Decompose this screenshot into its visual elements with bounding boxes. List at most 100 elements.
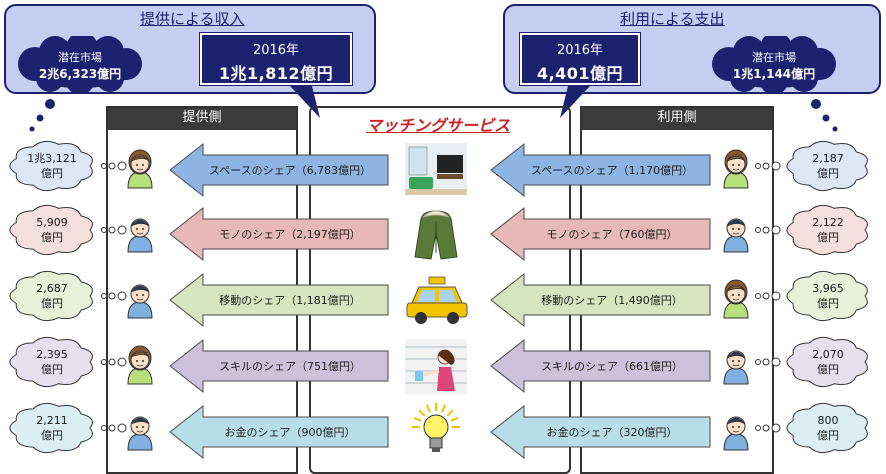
left-potential-label: 潜在市場 <box>58 50 102 64</box>
provider-potential-cloud: 2,395 億円 <box>9 336 93 388</box>
share-row: お金のシェア（900億円） お金のシェア（320億円） 2,211 億円 800 億円 <box>9 402 868 460</box>
user-potential-cloud: 2,122 億円 <box>786 204 868 256</box>
right-potential-value: 1兆1,144億円 <box>733 66 815 81</box>
income-panel-title: 提供による収入 <box>140 10 245 28</box>
cleaning-person-icon <box>405 339 467 395</box>
provider-arrow: モノのシェア（2,197億円） <box>169 206 389 262</box>
user-thought-dots <box>755 423 781 433</box>
user-person-icon <box>723 350 749 385</box>
provider-thought-dots <box>101 423 127 433</box>
user-person-icon <box>723 218 749 253</box>
income-2016-box: 2016年 1兆1,812億円 <box>199 32 353 86</box>
user-potential-unit: 億円 <box>817 363 839 376</box>
user-potential-unit: 億円 <box>817 429 839 442</box>
matching-service-title: マッチングサービス <box>366 116 511 135</box>
user-potential-cloud: 2,187 億円 <box>786 140 868 192</box>
user-thought-dots <box>755 225 781 235</box>
user-arrow: 移動のシェア（1,490億円） <box>490 272 711 328</box>
user-thought-dots <box>755 291 781 301</box>
provider-potential-value: 2,211 <box>36 414 68 427</box>
spending-amount: 4,401億円 <box>536 64 624 83</box>
provider-arrow: スペースのシェア（6,783億円） <box>169 142 389 198</box>
user-person-icon <box>723 149 749 189</box>
share-row: スキルのシェア（751億円）スキルのシェア（661億円）2,395億円2,070… <box>9 336 868 395</box>
provider-person-icon <box>127 416 153 451</box>
spending-year: 2016年 <box>556 43 604 58</box>
provider-person-icon <box>127 149 153 189</box>
provider-person-icon <box>127 218 153 253</box>
user-amount-label: スペースのシェア（1,170億円） <box>531 164 693 177</box>
user-amount-label: スキルのシェア（661億円） <box>541 360 683 373</box>
provider-potential-cloud: 2,211 億円 <box>9 402 93 454</box>
spending-panel-title: 利用による支出 <box>620 10 725 28</box>
provider-potential-value: 2,395 <box>36 348 68 361</box>
provider-potential-value: 2,687 <box>36 282 68 295</box>
user-potential-unit: 億円 <box>817 231 839 244</box>
user-potential-unit: 億円 <box>817 297 839 310</box>
taxi-icon <box>406 276 468 324</box>
provider-person-icon <box>127 345 153 385</box>
provider-amount-label: モノのシェア（2,197億円） <box>219 228 361 241</box>
provider-potential-cloud: 5,909 億円 <box>9 204 93 256</box>
provider-potential-value: 1兆3,121 <box>27 152 77 165</box>
provider-amount-label: お金のシェア（900億円） <box>225 425 356 439</box>
user-amount-label: お金のシェア（320億円） <box>547 425 678 439</box>
share-row: 移動のシェア（1,181億円）移動のシェア（1,490億円）2,687億円3,9… <box>9 270 868 328</box>
lightbulb-icon <box>412 403 460 452</box>
provider-thought-dots <box>101 161 127 171</box>
provider-amount-label: 移動のシェア（1,181億円） <box>219 293 361 307</box>
income-amount: 1兆1,812億円 <box>218 64 334 83</box>
user-arrow: スキルのシェア（661億円） <box>490 338 711 394</box>
left-potential-cloud: 潜在市場 2兆6,323億円 <box>18 36 142 94</box>
user-thought-dots <box>755 357 781 367</box>
provider-amount-label: スキルのシェア（751億円） <box>219 360 361 373</box>
share-row: モノのシェア（2,197億円）モノのシェア（760億円）5,909億円2,122… <box>9 204 868 262</box>
provider-potential-cloud: 2,687 億円 <box>9 270 93 322</box>
provider-arrow: 移動のシェア（1,181億円） <box>169 272 389 328</box>
user-potential-cloud: 800 億円 <box>786 402 868 454</box>
user-potential-unit: 億円 <box>817 167 839 180</box>
provider-thought-dots <box>101 291 127 301</box>
user-amount-label: モノのシェア（760億円） <box>547 228 678 241</box>
user-arrow: お金のシェア（320億円） <box>490 404 711 460</box>
user-amount-label: 移動のシェア（1,490億円） <box>541 293 683 307</box>
left-thought-dots <box>29 99 55 132</box>
user-column-header: 利用側 <box>582 106 772 130</box>
share-row: スペースのシェア（6,783億円） スペースのシェア（1,170億円） 1兆3,12… <box>9 140 868 198</box>
user-potential-value: 2,187 <box>812 152 844 165</box>
provider-thought-dots <box>101 225 127 235</box>
provider-potential-value: 5,909 <box>36 216 68 229</box>
spending-2016-box: 2016年 4,401億円 <box>519 32 641 86</box>
user-thought-dots <box>755 161 781 171</box>
provider-amount-label: スペースのシェア（6,783億円） <box>209 164 371 177</box>
user-person-icon <box>723 416 749 451</box>
provider-person-icon <box>127 284 153 319</box>
provider-column-header: 提供側 <box>108 106 296 130</box>
provider-arrow: スキルのシェア（751億円） <box>169 338 389 394</box>
user-potential-cloud: 2,070 億円 <box>786 336 868 388</box>
provider-thought-dots <box>101 357 127 367</box>
provider-potential-unit: 億円 <box>41 363 63 376</box>
provider-potential-cloud: 1兆3,121 億円 <box>9 140 93 192</box>
user-potential-value: 800 <box>818 414 839 427</box>
right-potential-label: 潜在市場 <box>752 50 796 64</box>
user-arrow: スペースのシェア（1,170億円） <box>490 142 711 198</box>
provider-potential-unit: 億円 <box>41 231 63 244</box>
right-thought-dots <box>811 99 838 132</box>
user-potential-value: 2,122 <box>812 216 844 229</box>
left-potential-value: 2兆6,323億円 <box>39 66 121 81</box>
user-person-icon <box>723 279 749 319</box>
user-potential-value: 3,965 <box>812 282 844 295</box>
provider-arrow: お金のシェア（900億円） <box>169 404 389 460</box>
living-room-icon <box>405 143 467 195</box>
right-potential-cloud: 潜在市場 1兆1,144億円 <box>712 36 836 94</box>
user-potential-cloud: 3,965 億円 <box>786 270 868 322</box>
user-arrow: モノのシェア（760億円） <box>490 206 711 262</box>
provider-potential-unit: 億円 <box>41 167 63 180</box>
coat-icon <box>414 210 458 260</box>
provider-potential-unit: 億円 <box>41 429 63 442</box>
provider-potential-unit: 億円 <box>41 297 63 310</box>
income-year: 2016年 <box>252 43 300 58</box>
user-potential-value: 2,070 <box>812 348 844 361</box>
